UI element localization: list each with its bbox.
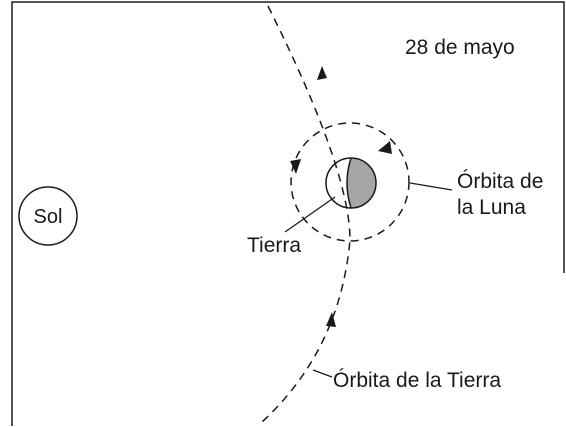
- earth-globe: [325, 157, 377, 209]
- earth-leader-line: [284, 196, 336, 233]
- earth-orbit-arrow-top: [317, 66, 327, 80]
- date-label: 28 de mayo: [405, 36, 515, 59]
- moon-orbit: [290, 122, 410, 242]
- earth-orbit-label: Órbita de la Tierra: [333, 369, 501, 392]
- earth-night-side: [347, 158, 376, 208]
- earth-terminator: [346, 157, 352, 209]
- sun-circle: [18, 186, 78, 246]
- moon-orbit-arrow-right: [378, 141, 392, 154]
- moon-orbit-label-line1: Órbita de: [457, 170, 543, 193]
- earth-orbit-arrow-bottom: [326, 312, 336, 327]
- moon-orbit-leader-line: [409, 182, 453, 191]
- moon-orbit-arrow-left: [290, 159, 301, 174]
- moon-orbit-label-line2: la Luna: [457, 196, 526, 219]
- earth-outline: [325, 157, 377, 209]
- earth-orbit: [261, 5, 351, 423]
- diagram-frame: [11, 1, 565, 426]
- sun-label: Sol: [34, 206, 63, 228]
- earth-label: Tierra: [247, 234, 301, 257]
- earth-orbit-leader-line: [312, 369, 333, 378]
